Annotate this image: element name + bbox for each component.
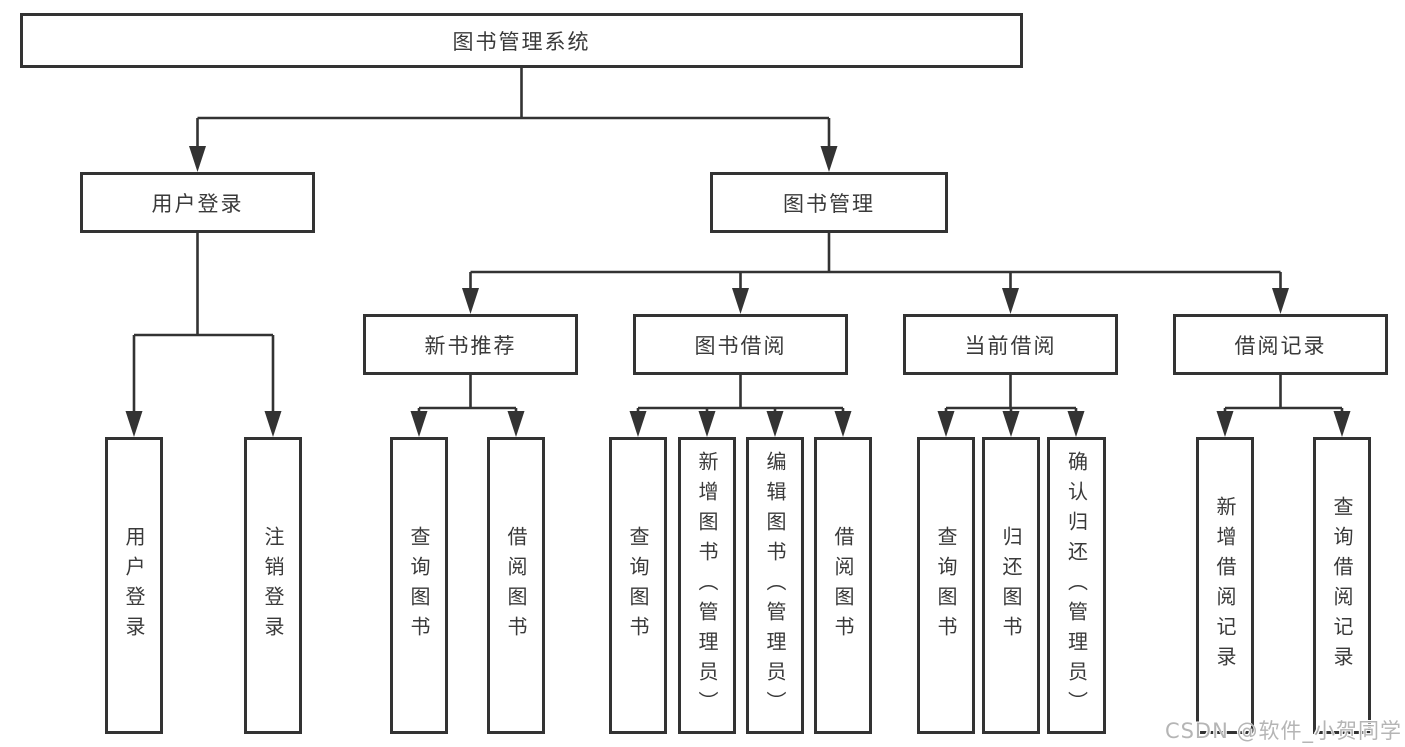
node-label: 图书借阅 xyxy=(694,333,787,358)
leaf-add-borrow-record: 新增借阅记录 xyxy=(1196,437,1254,734)
node-label: 借阅图书 xyxy=(504,525,528,646)
leaf-query-books-current: 查询图书 xyxy=(917,437,975,734)
leaf-query-borrow-record: 查询借阅记录 xyxy=(1313,437,1371,734)
node-label: 查询借阅记录 xyxy=(1330,495,1354,676)
node-borrowing-records: 借阅记录 xyxy=(1173,314,1388,375)
node-label: 确认归还（管理员） xyxy=(1064,450,1089,721)
leaf-query-books-borrowing: 查询图书 xyxy=(609,437,667,734)
node-current-borrowing: 当前借阅 xyxy=(903,314,1118,375)
leaf-edit-book-admin: 编辑图书（管理员） xyxy=(746,437,804,734)
node-label: 用户登录 xyxy=(151,191,244,216)
node-label: 新书推荐 xyxy=(424,333,517,358)
node-label: 当前借阅 xyxy=(964,333,1057,358)
node-label: 新增图书（管理员） xyxy=(695,450,719,721)
node-label: 查询图书 xyxy=(626,525,650,646)
leaf-confirm-return-admin: 确认归还（管理员） xyxy=(1047,437,1106,734)
node-label: 图书管理系统 xyxy=(452,29,591,54)
node-label: 编辑图书（管理员） xyxy=(763,450,787,721)
leaf-borrow-books-recommend: 借阅图书 xyxy=(487,437,545,734)
node-label: 查询图书 xyxy=(407,525,431,646)
node-label: 注销登录 xyxy=(261,525,285,646)
leaf-return-books: 归还图书 xyxy=(982,437,1040,734)
node-new-book-recommendation: 新书推荐 xyxy=(363,314,578,375)
node-user-login-branch: 用户登录 xyxy=(80,172,315,233)
node-label: 借阅图书 xyxy=(831,525,855,646)
node-label: 用户登录 xyxy=(122,525,146,646)
leaf-add-book-admin: 新增图书（管理员） xyxy=(678,437,736,734)
node-label: 借阅记录 xyxy=(1234,333,1327,358)
node-library-management-system: 图书管理系统 xyxy=(20,13,1023,68)
leaf-query-books-recommend: 查询图书 xyxy=(390,437,448,734)
leaf-borrow-books-borrowing: 借阅图书 xyxy=(814,437,872,734)
node-label: 新增借阅记录 xyxy=(1213,495,1237,676)
node-label: 归还图书 xyxy=(999,525,1023,646)
node-book-management: 图书管理 xyxy=(710,172,948,233)
watermark-csdn: CSDN @软件_小贺同学 xyxy=(1164,719,1402,743)
node-label: 查询图书 xyxy=(934,525,958,646)
leaf-user-login: 用户登录 xyxy=(105,437,163,734)
node-label: 图书管理 xyxy=(783,191,875,216)
leaf-logout: 注销登录 xyxy=(244,437,302,734)
node-book-borrowing: 图书借阅 xyxy=(633,314,848,375)
